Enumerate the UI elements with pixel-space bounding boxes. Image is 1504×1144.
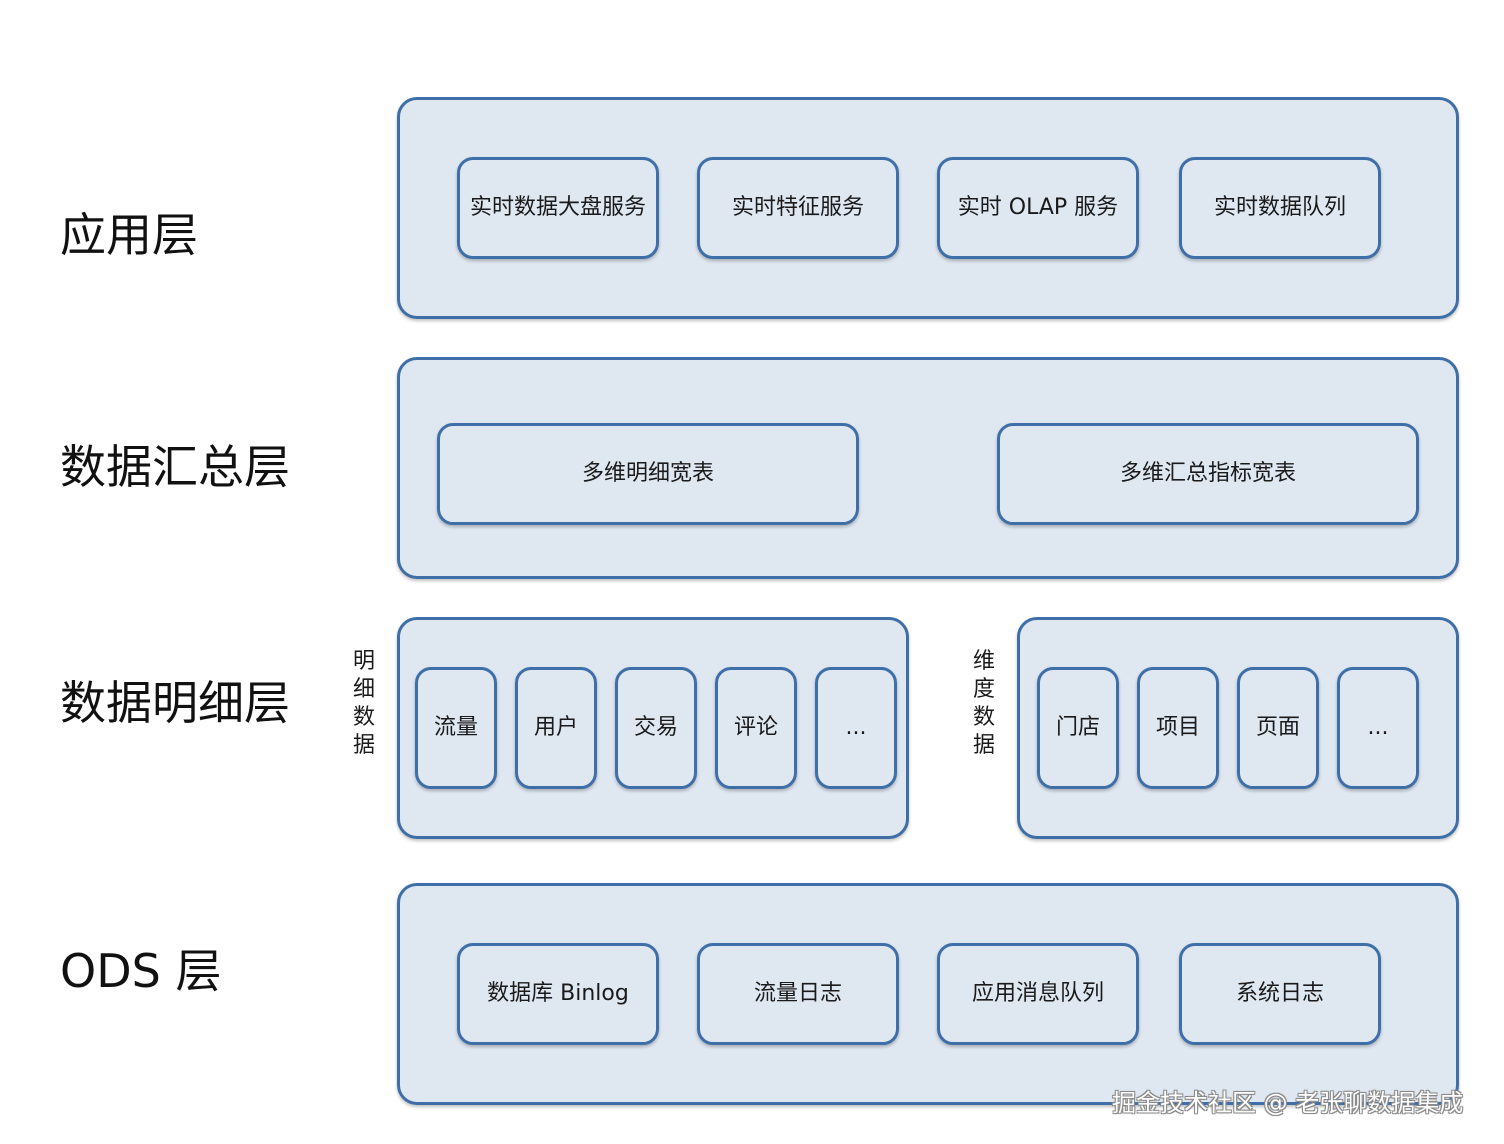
application-layer-label: 应用层	[60, 208, 198, 262]
dimension-data-group-label: 维度数据	[972, 649, 995, 758]
application-item-realtime-feature: 实时特征服务	[697, 157, 899, 259]
application-item-realtime-olap: 实时 OLAP 服务	[937, 157, 1139, 259]
ods-item-database-binlog: 数据库 Binlog	[457, 943, 659, 1045]
application-item-realtime-dashboard: 实时数据大盘服务	[457, 157, 659, 259]
dimension-item-more: ...	[1337, 667, 1419, 789]
detail-item-transaction: 交易	[615, 667, 697, 789]
detail-item-traffic: 流量	[415, 667, 497, 789]
ods-layer-label: ODS 层	[60, 944, 222, 998]
dimension-item-page: 页面	[1237, 667, 1319, 789]
detail-layer-label: 数据明细层	[60, 676, 290, 730]
detail-item-more: ...	[815, 667, 897, 789]
ods-item-system-log: 系统日志	[1179, 943, 1381, 1045]
ods-item-app-message-queue: 应用消息队列	[937, 943, 1139, 1045]
detail-item-review: 评论	[715, 667, 797, 789]
dimension-item-store: 门店	[1037, 667, 1119, 789]
summary-item-multidim-metric-wide-table: 多维汇总指标宽表	[997, 423, 1419, 525]
detail-item-user: 用户	[515, 667, 597, 789]
summary-item-multidim-detail-wide-table: 多维明细宽表	[437, 423, 859, 525]
ods-item-traffic-log: 流量日志	[697, 943, 899, 1045]
dimension-item-project: 项目	[1137, 667, 1219, 789]
detail-data-group-label: 明细数据	[352, 649, 375, 758]
watermark-text: 掘金技术社区 @ 老张聊数据集成	[1112, 1089, 1464, 1117]
application-item-realtime-queue: 实时数据队列	[1179, 157, 1381, 259]
summary-layer-label: 数据汇总层	[60, 440, 290, 494]
